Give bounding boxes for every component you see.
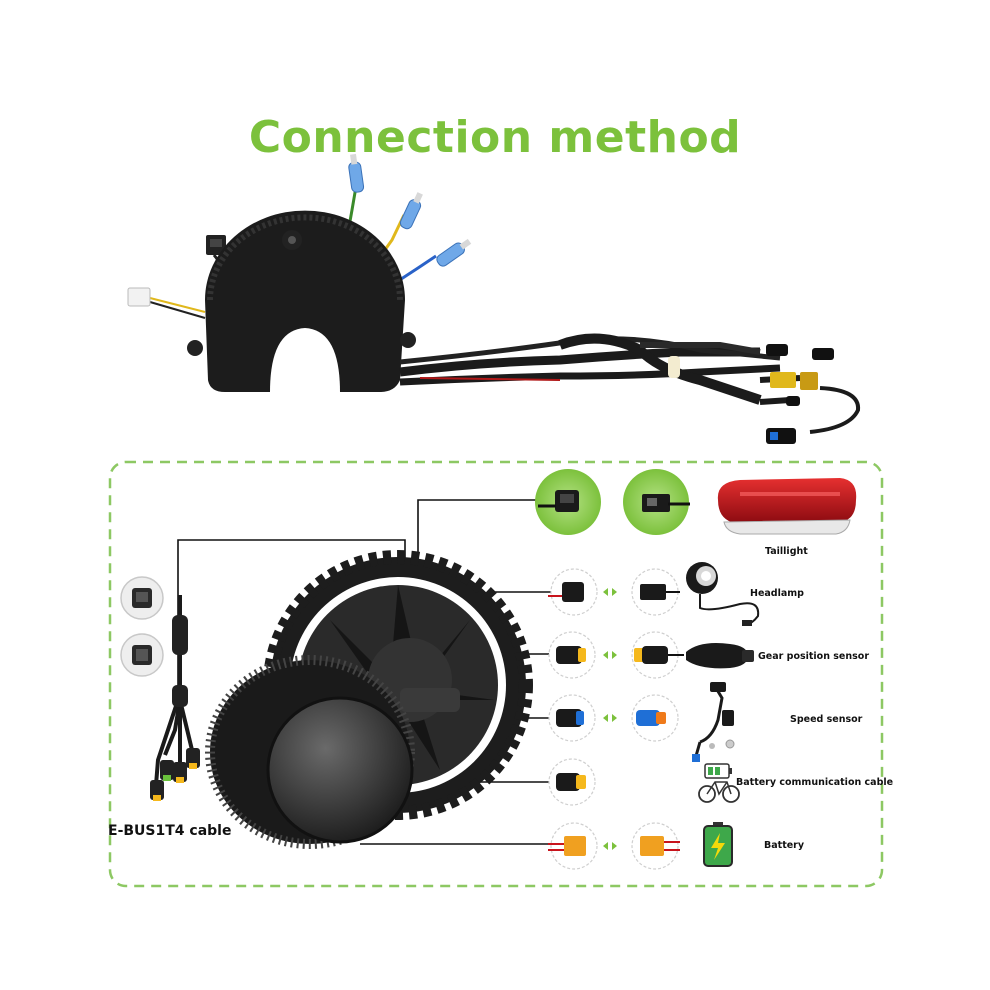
- battery-bike-icon: [698, 763, 740, 803]
- headlamp-label: Headlamp: [750, 588, 804, 599]
- taillight-image: [717, 478, 857, 535]
- page-title: Connection method: [248, 112, 742, 163]
- battery-connector-female: [631, 822, 680, 870]
- taillight-connector-male: [535, 469, 601, 535]
- gear-position-sensor-label: Gear position sensor: [758, 651, 870, 662]
- taillight-label: Taillight: [765, 546, 808, 557]
- gear-sensor-connector-female: [631, 631, 684, 679]
- battery-connector-male: [548, 822, 598, 870]
- mid-drive-motor-image: [205, 550, 533, 849]
- headlamp-arrow-icon: [603, 588, 617, 596]
- diagram-panel-border: [108, 460, 884, 888]
- speed-sensor-connector-male: [548, 694, 596, 742]
- headlamp-connector-male: [548, 568, 598, 616]
- gear-position-sensor-image: [686, 643, 754, 669]
- battery-arrow-icon: [603, 842, 617, 850]
- speed-sensor-connector-female: [631, 694, 679, 742]
- gear-sensor-arrow-icon: [603, 651, 617, 659]
- headlamp-image: [686, 562, 760, 626]
- ebus-cable-label: E-BUS1T4 cable: [108, 823, 232, 839]
- speed-sensor-arrow-icon: [603, 714, 617, 722]
- ebus-cable-image: [120, 576, 200, 801]
- gear-sensor-connector-male: [548, 631, 596, 679]
- headlamp-connector-female: [631, 568, 680, 616]
- battery-communication-cable-label: Battery communication cable: [736, 777, 894, 788]
- speed-sensor-label: Speed sensor: [790, 714, 863, 725]
- battery-comm-connector: [548, 758, 596, 806]
- controller-harness-image: [127, 153, 861, 444]
- battery-icon: [703, 822, 733, 867]
- battery-label: Battery: [764, 840, 805, 851]
- speed-sensor-image: [692, 682, 735, 762]
- taillight-connector-female: [623, 469, 690, 535]
